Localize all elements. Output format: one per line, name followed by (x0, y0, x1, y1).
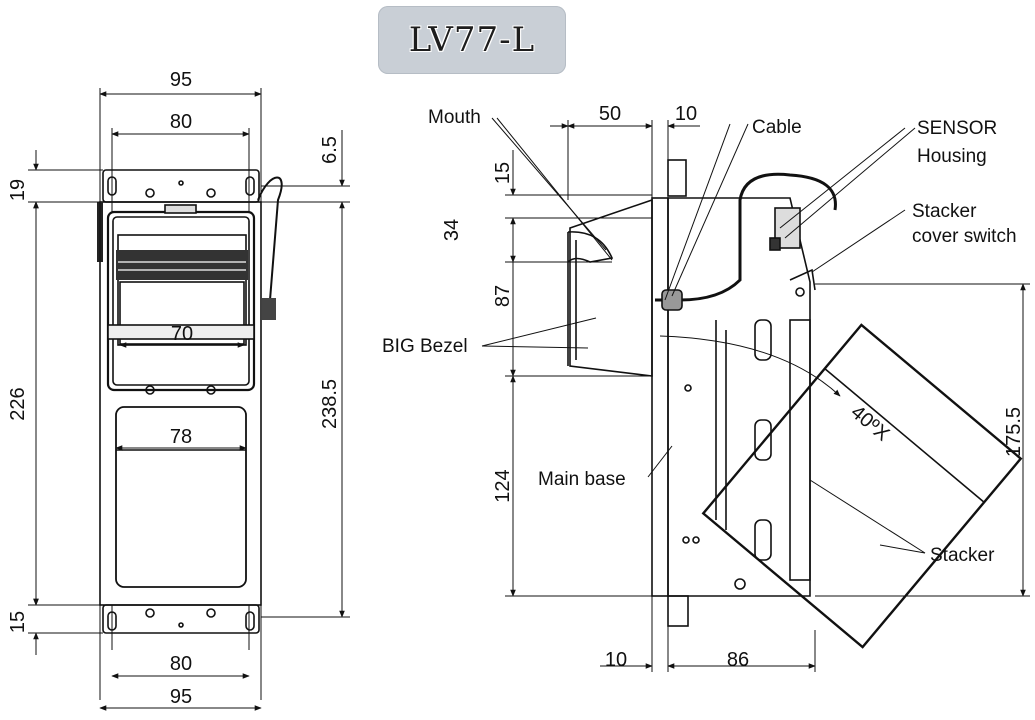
front-dimension-texts: 95 80 70 78 80 95 19 226 15 238.5 6.5 (7, 69, 341, 708)
dim-bottom-flange-height: 15 (7, 611, 29, 633)
dim-top-offset: 6.5 (319, 136, 341, 164)
front-lower-window (115, 406, 247, 588)
dim-bezel-height: 87 (492, 285, 514, 307)
front-top-flange (102, 169, 260, 203)
dim-bezel-depth: 50 (599, 103, 621, 125)
dim-window-width: 78 (170, 426, 192, 448)
bill-mouth-slot (116, 250, 248, 280)
dim-bottom-plate: 10 (605, 649, 627, 671)
dim-stacker-angle: 40ºX (846, 401, 893, 445)
side-view (567, 159, 1023, 649)
front-dimension-lines (28, 88, 350, 711)
side-stacker (701, 323, 1023, 649)
dim-mouth-width: 70 (171, 323, 193, 345)
label-mouth: Mouth (428, 107, 481, 128)
dim-bezel-plate: 10 (675, 103, 697, 125)
dim-inner-width-top: 80 (170, 111, 192, 133)
dim-mouth-height: 34 (441, 219, 463, 241)
front-bottom-flange (102, 604, 260, 634)
front-view (97, 169, 283, 634)
dim-base-depth: 86 (727, 649, 749, 671)
dim-overall-height: 238.5 (319, 379, 341, 429)
dim-base-height: 124 (492, 469, 514, 502)
dim-bottom-width: 95 (170, 686, 192, 708)
label-sensor-line1: SENSOR (917, 118, 997, 139)
side-dimension-lines (481, 117, 1030, 672)
label-stacker-switch-line2: cover switch (912, 226, 1017, 247)
side-big-bezel (569, 198, 653, 377)
label-main-base: Main base (538, 469, 626, 490)
dim-stacker-height: 175.5 (1003, 407, 1025, 457)
label-stacker-switch-line1: Stacker (912, 201, 977, 222)
dim-body-height: 226 (7, 387, 29, 420)
label-cable: Cable (752, 117, 802, 138)
label-sensor-line2: Housing (917, 146, 987, 167)
dim-top-gap: 15 (492, 162, 514, 184)
dim-top-flange-height: 19 (7, 179, 29, 201)
dim-top-width: 95 (170, 69, 192, 91)
drawing-title: LV77-L (408, 20, 536, 60)
dim-inner-width-bottom: 80 (170, 653, 192, 675)
label-big-bezel: BIG Bezel (382, 336, 468, 357)
label-stacker: Stacker (930, 545, 995, 566)
side-mount-plate (651, 197, 669, 597)
title-badge: LV77-L (378, 6, 566, 74)
side-dimension-texts: 50 10 15 34 87 124 175.5 10 86 40ºX Mout… (382, 103, 1025, 671)
